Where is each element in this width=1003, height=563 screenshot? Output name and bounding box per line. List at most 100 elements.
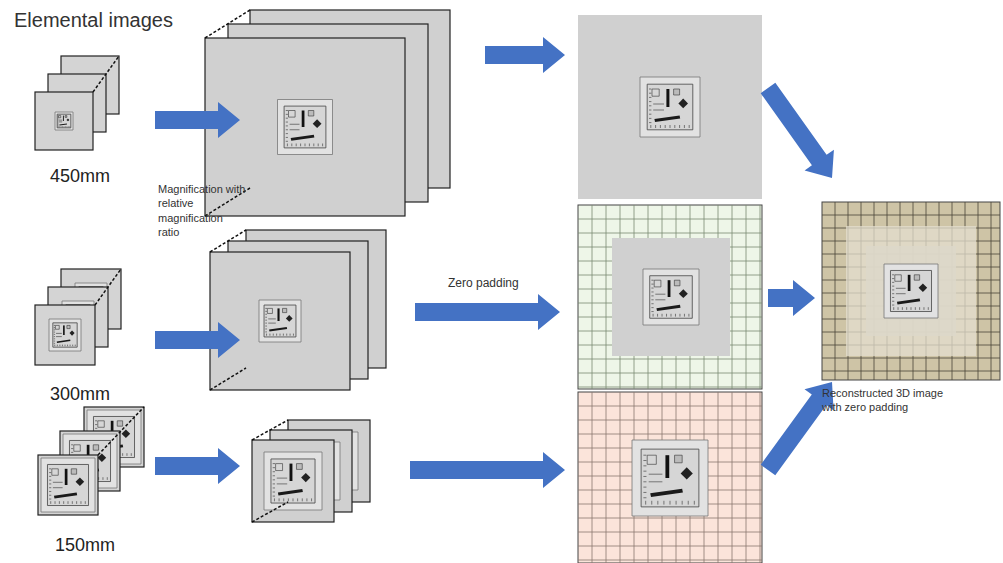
chart-frame <box>890 270 931 311</box>
chart-diamond <box>76 477 85 486</box>
chart-tick <box>62 126 63 128</box>
chart-ground <box>643 269 699 325</box>
chart-frame <box>284 106 326 148</box>
chart-frame <box>641 449 699 507</box>
chart-tick <box>915 307 916 310</box>
chart-tick <box>675 314 676 317</box>
chart-tick <box>688 314 689 317</box>
chart-tick <box>57 125 59 126</box>
chart-frame <box>647 84 693 130</box>
image-frame <box>35 305 95 365</box>
chart-tick <box>318 144 319 147</box>
step-note: Zero padding <box>448 276 519 290</box>
chart-tick <box>54 329 55 330</box>
overlap-region <box>866 246 956 336</box>
chart-tick <box>68 501 69 504</box>
chart-bar <box>63 325 65 335</box>
chart-line <box>56 333 62 334</box>
chart-square <box>914 275 919 280</box>
padded-ground <box>578 15 762 199</box>
chart-square <box>674 89 680 95</box>
resolution-chart <box>49 319 81 351</box>
chart-tick <box>54 332 55 333</box>
chart-tick <box>679 314 680 317</box>
chart-ground <box>278 100 333 155</box>
chart-bar <box>302 111 305 128</box>
chart-ground <box>49 319 81 351</box>
resolution-chart <box>884 264 938 318</box>
chart-tick <box>122 453 123 456</box>
chart-tick <box>287 144 288 147</box>
chart-tick <box>651 501 652 505</box>
chart-square <box>71 469 76 474</box>
chart-line <box>290 129 300 130</box>
chart-square <box>675 455 683 463</box>
chart-diamond <box>286 315 293 322</box>
chart-square <box>93 445 98 450</box>
chart-tick <box>280 334 281 336</box>
chart-tick <box>651 280 653 281</box>
chart-tick <box>265 311 267 312</box>
chart-tick <box>657 501 658 505</box>
chart-tick <box>64 126 65 128</box>
padded-inner <box>612 238 730 356</box>
grid-line <box>822 371 1000 372</box>
chart-tick <box>59 345 60 347</box>
chart-tick <box>293 334 294 336</box>
image-frame <box>38 455 98 515</box>
elemental-image-stack: 300mm <box>30 265 130 405</box>
chart-tick <box>72 501 73 504</box>
chart-tick <box>286 141 288 142</box>
chart-tick <box>311 498 312 501</box>
chart-tick <box>265 331 267 332</box>
block-arrow <box>485 37 565 73</box>
chart-tick <box>54 327 55 328</box>
chart-frame <box>57 114 71 128</box>
chart-tick <box>265 308 267 309</box>
grid-line <box>578 359 762 360</box>
grid-line <box>578 420 762 421</box>
chart-tick <box>71 444 73 445</box>
chart-tick <box>66 126 67 128</box>
chart-tick <box>309 144 310 147</box>
chart-square <box>647 455 656 464</box>
chart-bar <box>291 135 315 141</box>
chart-tick <box>54 336 55 337</box>
chart-tick <box>892 286 894 287</box>
grid-line <box>578 233 762 234</box>
chart-tick <box>63 501 64 504</box>
chart-tick <box>286 129 288 130</box>
chart-line <box>649 481 663 482</box>
chart-tick <box>651 303 653 304</box>
chart-tick <box>906 307 907 310</box>
dashed-guide <box>210 230 246 252</box>
chart-tick <box>57 121 59 122</box>
chart-tick <box>49 483 51 484</box>
chart-tick <box>57 119 59 120</box>
chart-tick <box>269 334 270 336</box>
chart-tick <box>666 314 667 317</box>
chart-tick <box>643 481 646 482</box>
chart-diamond <box>313 119 322 128</box>
chart-tick <box>296 144 297 147</box>
chart-line <box>268 323 276 324</box>
image-frame <box>252 440 334 522</box>
chart-tick <box>131 453 132 456</box>
chart-tick <box>58 126 59 128</box>
chart-line <box>649 474 663 475</box>
chart-ground <box>264 452 322 510</box>
chart-tick <box>65 126 66 128</box>
grid-line <box>578 434 762 435</box>
chart-tick <box>643 487 646 488</box>
chart-tick <box>273 463 275 464</box>
block-arrow <box>768 280 815 316</box>
chart-tick <box>95 424 97 425</box>
distance-label: 150mm <box>55 535 115 556</box>
chart-ground <box>640 77 700 137</box>
chart-tick <box>286 114 288 115</box>
chart-diamond <box>678 99 688 109</box>
chart-tick <box>286 110 288 111</box>
chart-tick <box>651 299 653 300</box>
chart-tick <box>276 334 277 336</box>
chart-tick <box>649 122 651 123</box>
